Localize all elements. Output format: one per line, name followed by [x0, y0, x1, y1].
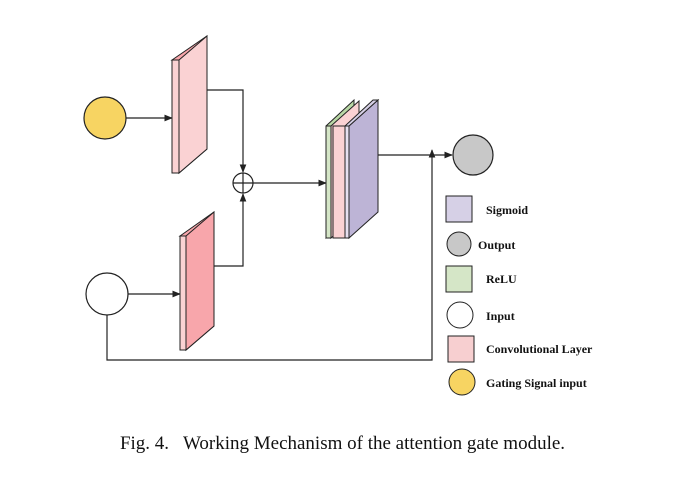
caption-prefix: Fig. 4. — [119, 433, 170, 454]
legend-swatch-output — [446, 231, 472, 257]
legend: Sigmoid Output ReLU Input Convolutional … — [445, 195, 593, 396]
legend-label-relu: ReLU — [486, 272, 517, 286]
legend-swatch-sigmoid — [445, 195, 473, 223]
legend-swatch-conv — [447, 335, 475, 363]
top-conv-layer — [170, 34, 208, 175]
line-topconv-to-sum — [207, 89, 247, 173]
legend-label-output: Output — [478, 238, 515, 252]
legend-label-conv: Convolutional Layer — [486, 342, 593, 356]
gating-signal-node — [83, 96, 127, 140]
bottom-conv-layer — [178, 210, 215, 352]
legend-label-gating: Gating Signal input — [486, 376, 587, 390]
caption-text: Working Mechanism of the attention gate … — [182, 433, 566, 454]
output-node — [452, 134, 494, 176]
input-node — [85, 272, 129, 316]
legend-swatch-relu — [445, 265, 473, 293]
skip-connection-line — [106, 149, 436, 361]
line-bottomconv-to-sum — [214, 193, 247, 267]
sum-node — [232, 172, 254, 194]
legend-label-sigmoid: Sigmoid — [486, 203, 528, 217]
legend-label-input: Input — [486, 309, 515, 323]
figure-caption: Fig. 4. Working Mechanism of the attenti… — [0, 433, 685, 455]
legend-swatch-gating — [448, 368, 476, 396]
legend-swatch-input — [446, 301, 474, 329]
relu-conv-sigmoid-stack — [325, 98, 380, 240]
